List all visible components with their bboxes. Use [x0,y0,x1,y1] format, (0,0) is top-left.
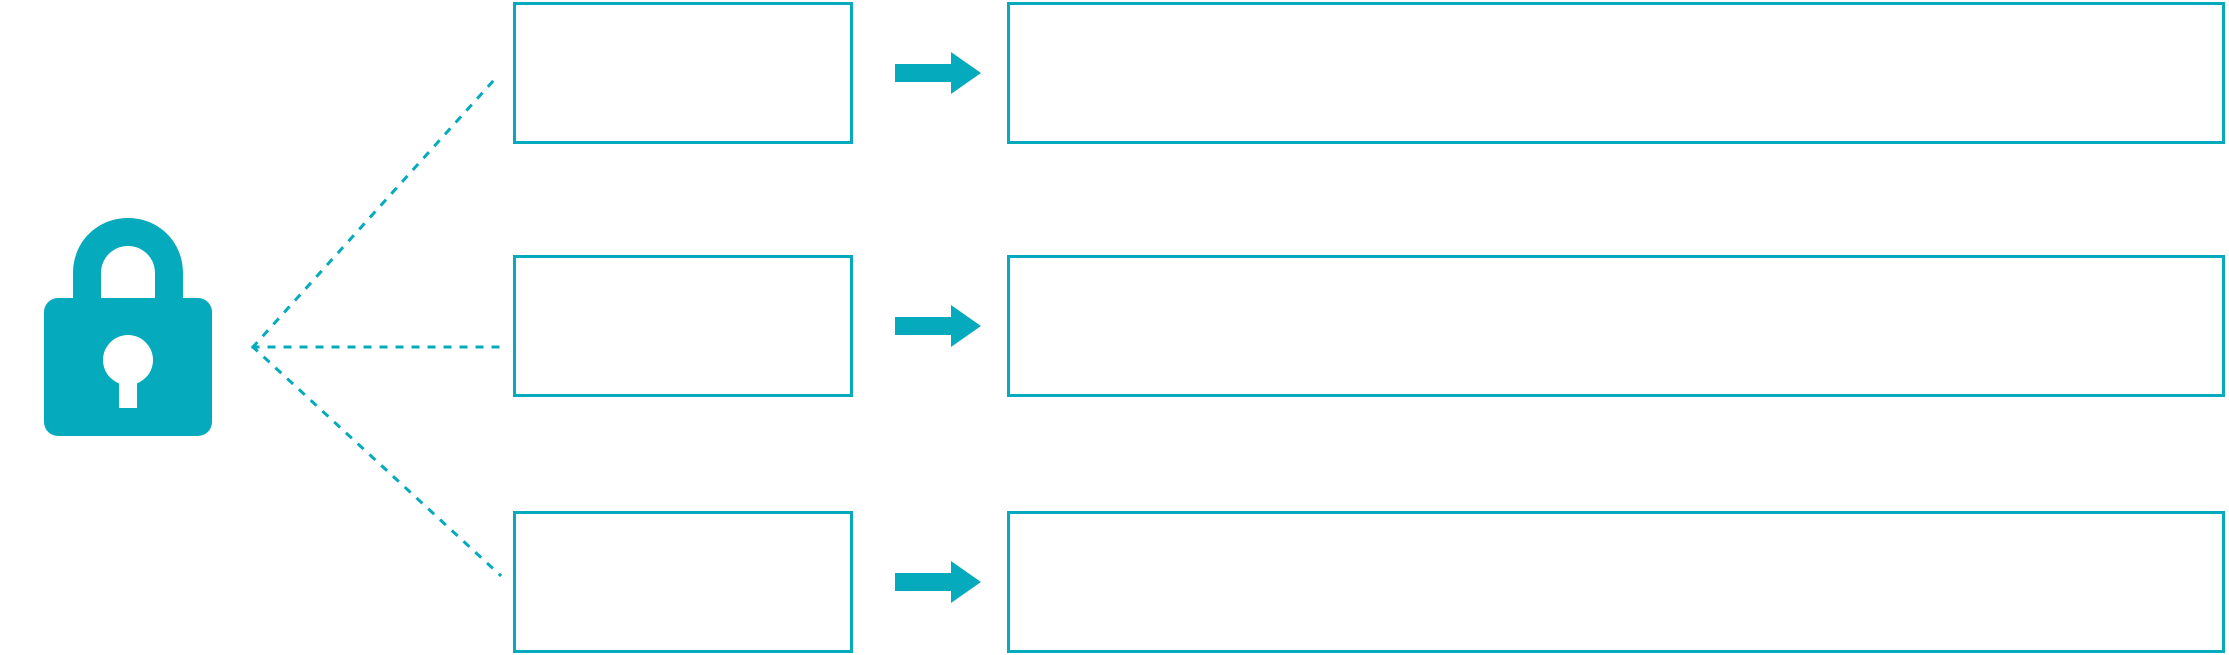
outcome-label-1 [1010,5,2222,25]
outcome-label-3 [1010,514,2222,534]
diagram-row [0,511,2229,653]
condition-label-2 [516,258,850,278]
diagram-row [0,2,2229,144]
diagram-row [0,255,2229,397]
condition-box-2[interactable] [513,255,853,397]
lock-icon [44,218,212,436]
condition-label-3 [516,514,850,534]
condition-box-1[interactable] [513,2,853,144]
outcome-box-2[interactable] [1007,255,2225,397]
condition-box-3[interactable] [513,511,853,653]
outcome-label-2 [1010,258,2222,278]
outcome-box-1[interactable] [1007,2,2225,144]
arrow-right-icon [895,305,981,347]
condition-label-1 [516,5,850,25]
arrow-right-icon [895,561,981,603]
outcome-box-3[interactable] [1007,511,2225,653]
arrow-right-icon [895,52,981,94]
lock-keyhole-stem [119,360,137,408]
lock-shackle [73,218,183,316]
